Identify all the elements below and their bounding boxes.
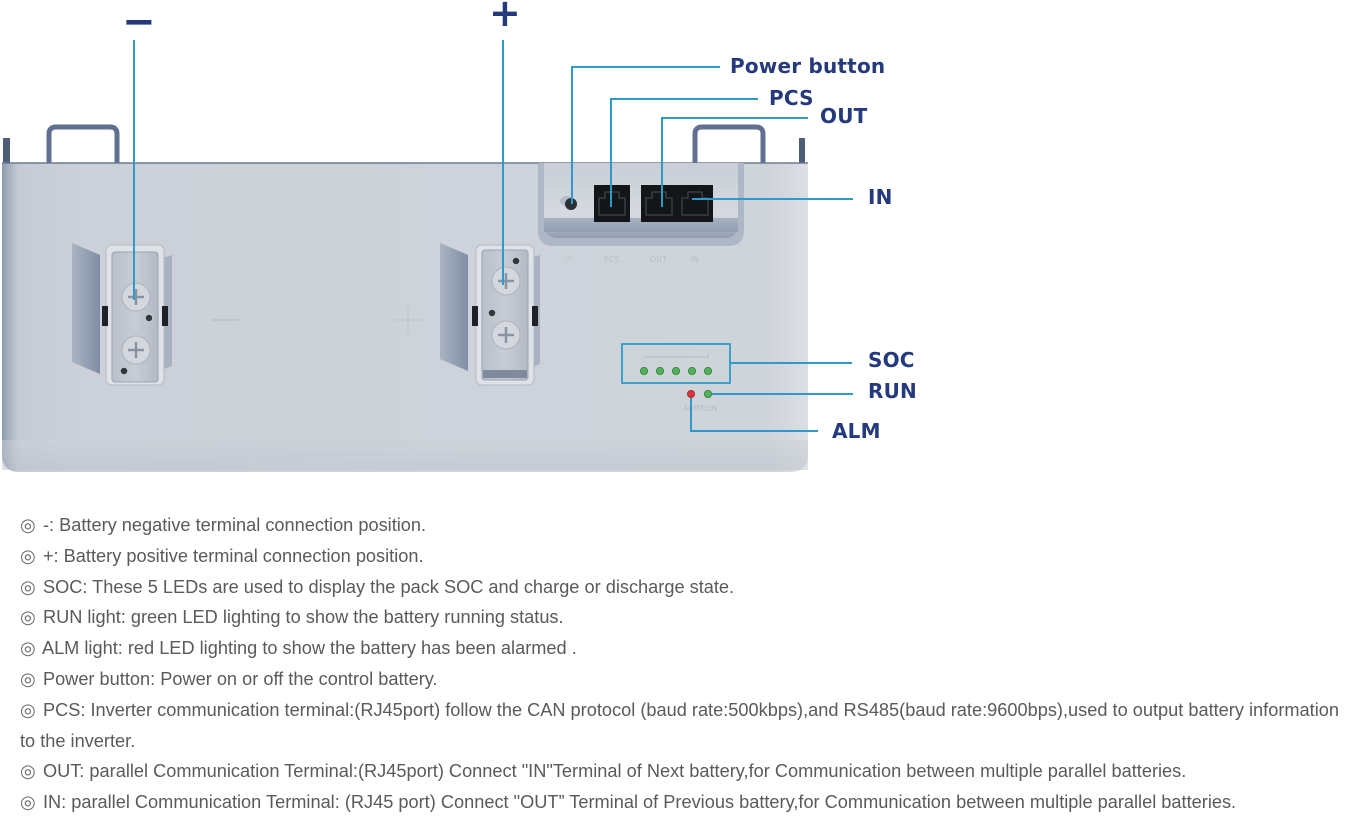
soc-led (640, 366, 649, 375)
handle-left (46, 124, 120, 164)
panel-tag-pcs: PCS (604, 255, 620, 264)
bullet-icon: ◎ (20, 576, 36, 597)
bullet-icon: ◎ (20, 607, 36, 628)
note-text: -: Battery negative terminal connection … (42, 515, 427, 535)
note-pcs: ◎ PCS: Inverter communication terminal:(… (20, 695, 1350, 757)
leader-line-out (661, 117, 808, 207)
mount-tab-right (799, 138, 805, 164)
callout-pcs: PCS (769, 86, 814, 110)
legend-notes: ◎ -: Battery negative terminal connectio… (20, 510, 1359, 818)
bullet-icon: ◎ (20, 545, 36, 566)
bullet-icon: ◎ (20, 761, 36, 782)
alm-led (687, 389, 696, 398)
note-text: ALM light: red LED lighting to show the … (41, 638, 577, 659)
leader-line-alm (690, 398, 818, 432)
soc-led (656, 366, 665, 375)
callout-run: RUN (868, 379, 917, 403)
note-power-button: ◎ Power button: Power on or off the cont… (20, 664, 1359, 695)
soc-led (672, 366, 681, 375)
note-in: ◎ IN: parallel Communication Terminal: (… (20, 787, 1359, 818)
panel-tag-power: ⏻ (565, 255, 572, 264)
run-led (704, 389, 713, 398)
soc-led-group (621, 343, 731, 384)
panel-tag-out: OUT (650, 255, 667, 264)
note-text: +: Battery positive terminal connection … (42, 545, 424, 566)
negative-terminal[interactable] (72, 243, 172, 386)
note-positive-terminal: ◎ +: Battery positive terminal connectio… (20, 541, 1359, 572)
in-port[interactable] (677, 185, 713, 222)
note-negative-terminal: ◎ -: Battery negative terminal connectio… (20, 510, 1359, 541)
note-text: OUT: parallel Communication Terminal:(RJ… (42, 761, 1187, 782)
note-text: IN: parallel Communication Terminal: (RJ… (42, 792, 1237, 813)
bullet-icon: ◎ (20, 699, 36, 720)
leader-line-pcs (610, 98, 758, 207)
note-alm-light: ◎ ALM light: red LED lighting to show th… (20, 633, 1359, 664)
bullet-icon: ◎ (20, 792, 36, 813)
note-text: RUN light: green LED lighting to show th… (42, 607, 564, 628)
mount-tab-left (3, 138, 10, 164)
leader-line-power-button (571, 66, 720, 204)
bullet-icon: ◎ (20, 515, 36, 535)
note-text: PCS: Inverter communication terminal:(RJ… (20, 699, 1339, 751)
callout-out: OUT (820, 104, 868, 128)
note-text: SOC: These 5 LEDs are used to display th… (42, 576, 735, 597)
positive-terminal[interactable] (440, 243, 540, 386)
bullet-icon: ◎ (20, 638, 36, 659)
panel-tag-in: IN (690, 255, 698, 264)
callout-alm: ALM (832, 419, 881, 443)
note-run-light: ◎ RUN light: green LED lighting to show … (20, 602, 1359, 633)
note-out: ◎ OUT: parallel Communication Terminal:(… (20, 756, 1359, 787)
embossed-plus-mark (394, 306, 422, 334)
callout-power-button: Power button (730, 54, 886, 78)
negative-terminal-label: − (122, 0, 156, 45)
note-text: Power button: Power on or off the contro… (42, 668, 438, 689)
battery-front-panel-diagram: ⏻ PCS OUT IN (2, 0, 917, 472)
bullet-icon: ◎ (20, 668, 36, 689)
panel-tag-run: RUN (700, 404, 717, 413)
embossed-minus-mark (212, 318, 239, 321)
leader-lines (133, 40, 853, 432)
note-soc: ◎ SOC: These 5 LEDs are used to display … (20, 572, 1359, 603)
callout-in: IN (868, 185, 893, 209)
handle-right (692, 124, 766, 164)
callout-soc: SOC (868, 348, 915, 372)
positive-terminal-label: + (489, 0, 521, 35)
soc-led (704, 366, 713, 375)
soc-led (688, 366, 697, 375)
out-port[interactable] (641, 185, 677, 222)
